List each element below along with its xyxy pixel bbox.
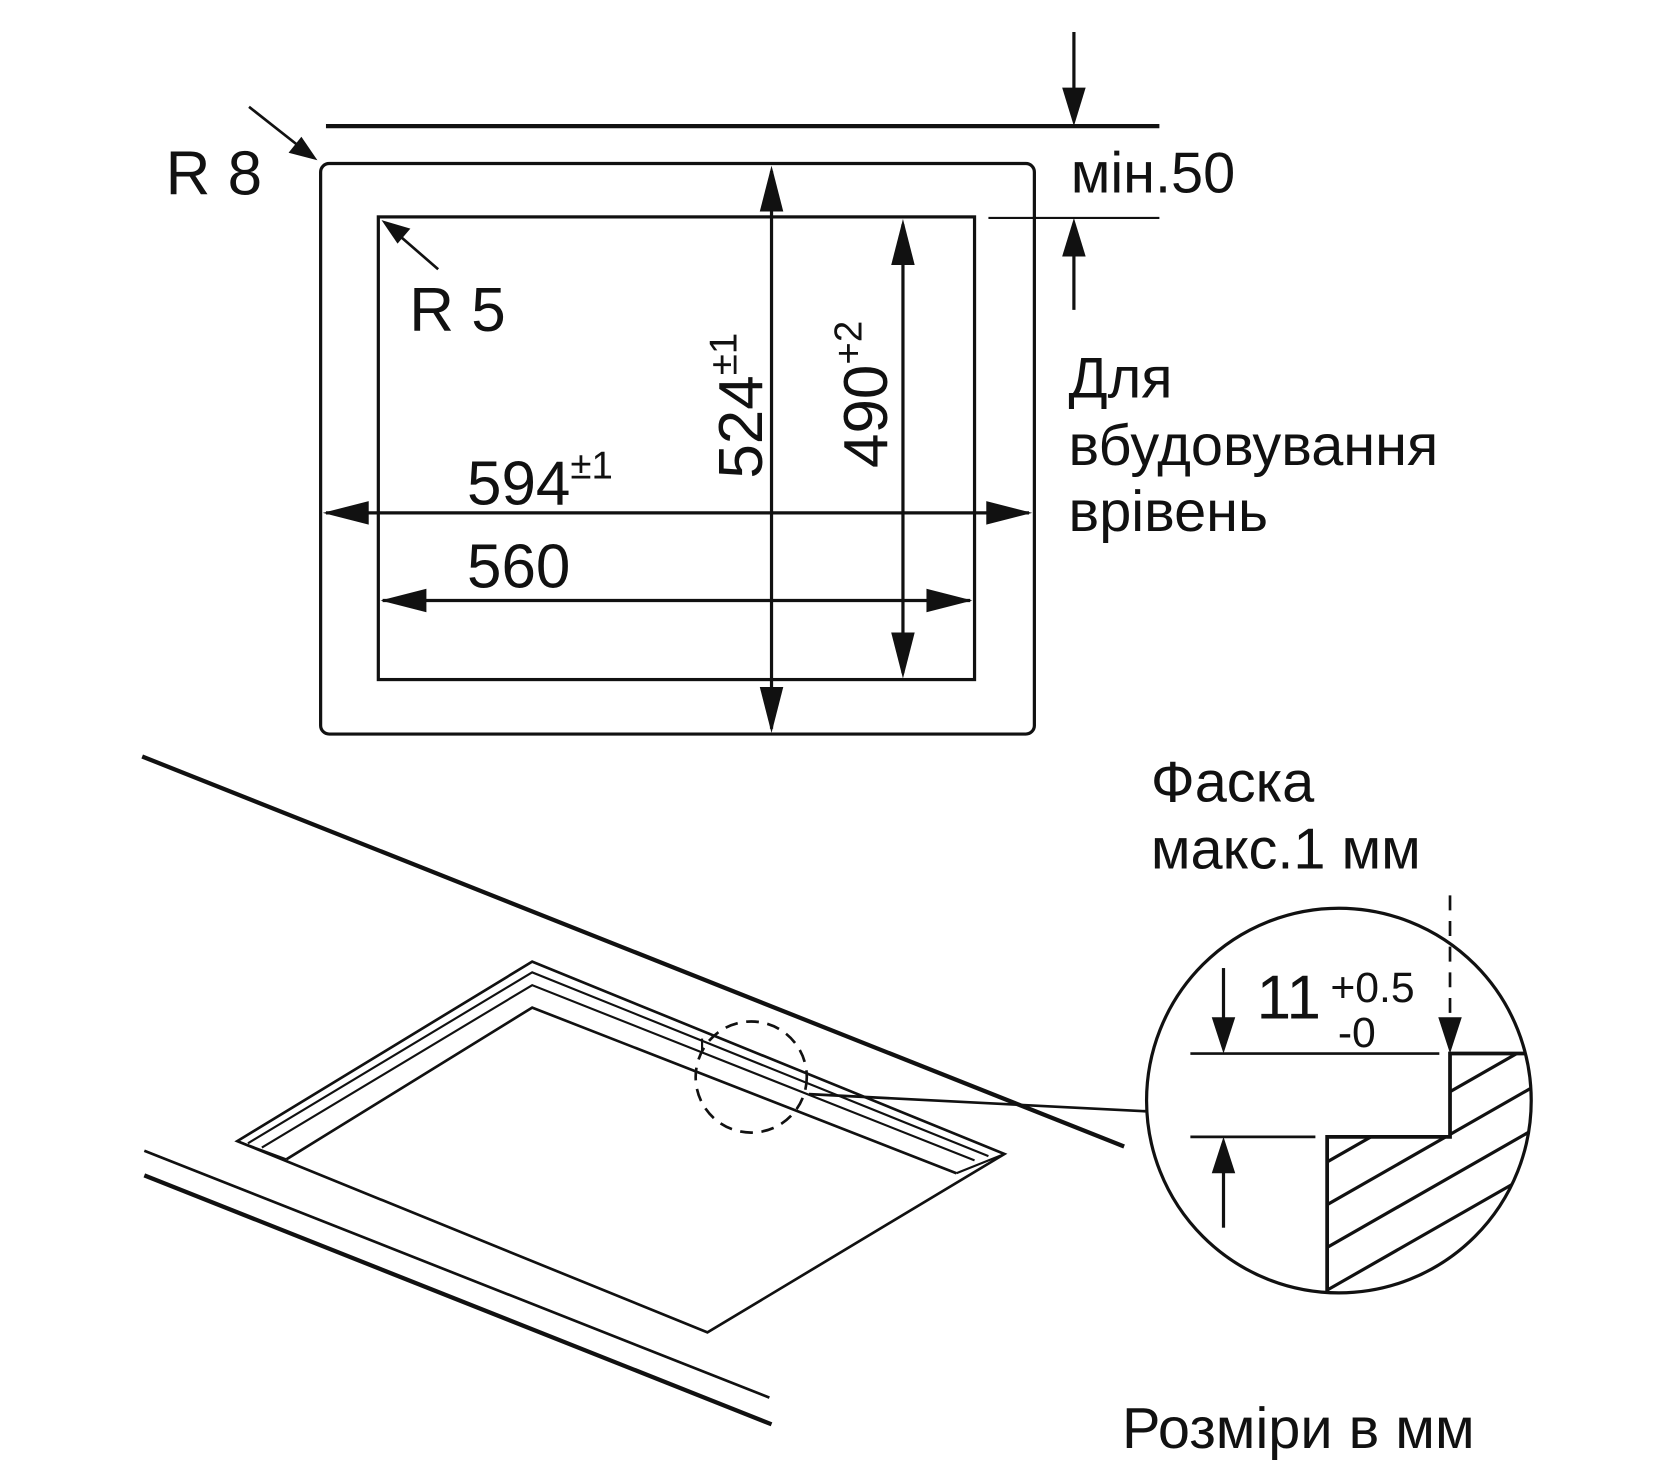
edge-detail: 11 +0.5 -0 Фаска макс.1 мм [1144, 750, 1533, 1295]
flush-note: Для вбудовування врівень [1069, 346, 1455, 544]
inner-radius-arrow [381, 220, 440, 271]
cutout-step-profile [1325, 1051, 1532, 1293]
depth-inner-dimension: 490+2 [827, 219, 915, 679]
depth-outer-dimension: 524±1 [702, 165, 784, 733]
width-outer-dimension: 594±1 [322, 445, 1033, 525]
perspective-view [141, 754, 1146, 1427]
width-inner-label: 560 [467, 533, 570, 602]
depth-inner-label: 490+2 [827, 321, 901, 468]
hob-in-cutout [234, 960, 1008, 1334]
inner-radius-label: R 5 [409, 276, 505, 345]
depth-tolerance-lower: -0 [1338, 1009, 1376, 1057]
detail-leader-line [808, 1092, 1146, 1113]
top-view: мін.50 R 8 R 5 524±1 490+2 [166, 32, 1455, 736]
outer-radius-label: R 8 [166, 139, 262, 208]
outer-radius-arrow [248, 105, 318, 161]
depth-tolerance-upper: +0.5 [1330, 964, 1414, 1012]
depth-arrows [1211, 895, 1462, 1228]
detail-marker-circle [694, 1020, 809, 1134]
hob-outline [319, 161, 1036, 736]
width-outer-label: 594±1 [467, 445, 613, 519]
min-gap-label: мін.50 [1071, 141, 1236, 205]
worktop-front-edge-top [143, 1149, 770, 1399]
chamfer-note: Фаска макс.1 мм [1151, 750, 1421, 881]
units-note: Розміри в мм [1122, 1397, 1475, 1461]
min-gap-arrows [1062, 32, 1086, 310]
depth-outer-label: 524±1 [702, 333, 776, 479]
worktop-back-edge [141, 754, 1125, 1149]
detail-circle [1144, 906, 1533, 1295]
cutout-outline [376, 215, 977, 682]
width-inner-dimension: 560 [380, 533, 973, 613]
worktop-front-edge-bottom [143, 1173, 773, 1427]
depth-value: 11 [1257, 963, 1321, 1032]
